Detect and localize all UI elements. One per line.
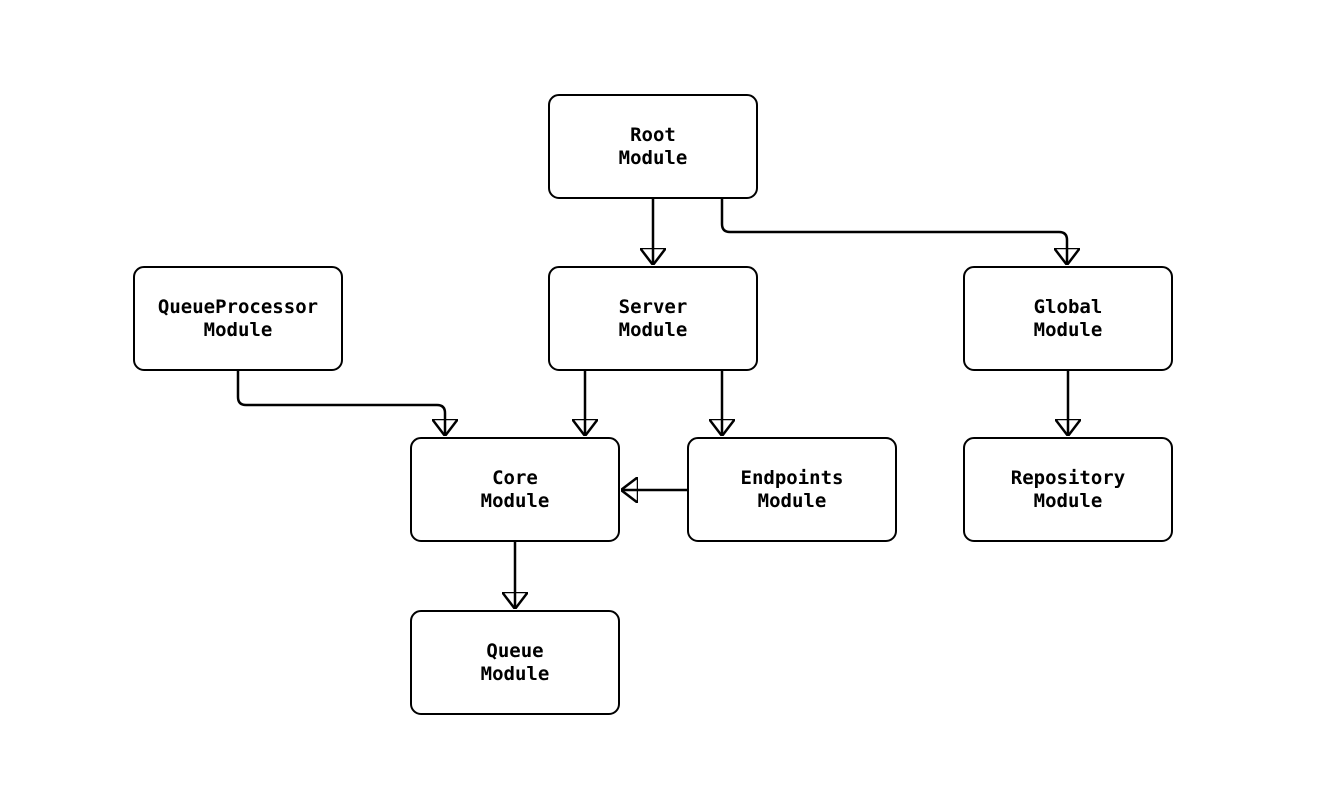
edge-queueprocessor-to-core bbox=[236, 371, 445, 435]
node-endpoints-module: Endpoints Module bbox=[687, 437, 897, 542]
node-label: QueueProcessor Module bbox=[157, 295, 319, 341]
node-label: Endpoints Module bbox=[740, 466, 844, 512]
node-repository-module: Repository Module bbox=[963, 437, 1173, 542]
node-global-module: Global Module bbox=[963, 266, 1173, 371]
node-label: Repository Module bbox=[1010, 466, 1126, 512]
node-core-module: Core Module bbox=[410, 437, 620, 542]
node-queue-module: Queue Module bbox=[410, 610, 620, 715]
node-label: Global Module bbox=[1033, 295, 1103, 341]
node-label: Core Module bbox=[480, 466, 550, 512]
node-label: Root Module bbox=[618, 123, 688, 169]
node-root-module: Root Module bbox=[548, 94, 758, 199]
node-queueprocessor-module: QueueProcessor Module bbox=[133, 266, 343, 371]
node-label: Server Module bbox=[618, 295, 688, 341]
node-server-module: Server Module bbox=[548, 266, 758, 371]
edge-root-to-global bbox=[720, 199, 1067, 264]
node-label: Queue Module bbox=[480, 639, 550, 685]
